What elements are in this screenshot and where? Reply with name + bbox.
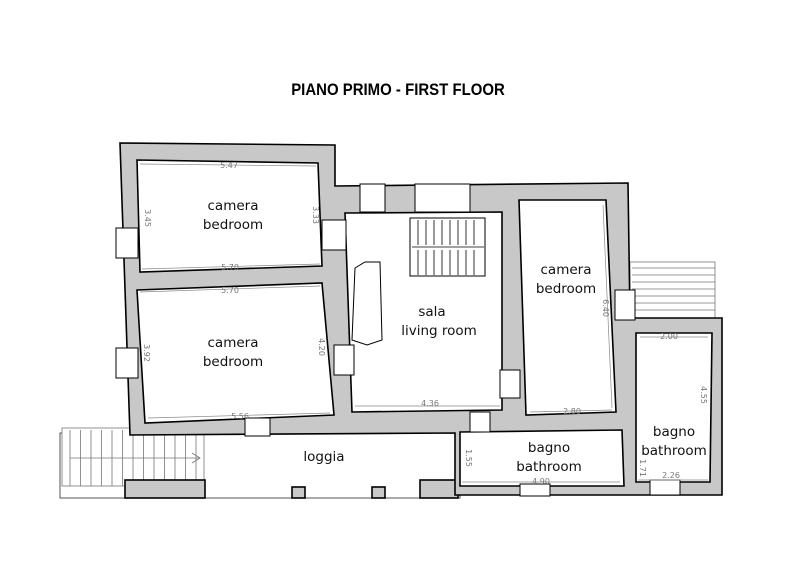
label-bathroom: bathroom <box>641 443 707 459</box>
dim-label: 3.45 <box>143 209 152 227</box>
dim-label: 3.92 <box>142 344 151 362</box>
dim-label: 3.33 <box>311 206 320 224</box>
dim-label: 2.00 <box>660 332 678 341</box>
interior-stairs <box>351 217 486 346</box>
label-sala: sala <box>418 304 445 320</box>
room-bathroom-right <box>635 332 713 483</box>
dim-label: 6.40 <box>601 299 610 317</box>
label-bedroom: bedroom <box>203 217 263 233</box>
dim-label: 5.47 <box>220 161 238 170</box>
label-bagno: bagno <box>528 440 570 456</box>
room-bedroom-bottom-left <box>136 282 335 424</box>
room-bathroom-bottom <box>459 429 625 487</box>
exterior-stairs-right <box>629 261 716 319</box>
label-bagno: bagno <box>653 424 695 440</box>
label-camera: camera <box>541 262 592 278</box>
label-camera: camera <box>208 335 259 351</box>
label-bedroom: bedroom <box>536 281 596 297</box>
dim-label: 4.90 <box>532 477 550 486</box>
plan-title: PIANO PRIMO - FIRST FLOOR <box>291 80 505 99</box>
dim-label: 5.70 <box>221 263 239 272</box>
label-living-room: living room <box>401 323 477 339</box>
dim-label: 2.80 <box>563 407 581 416</box>
dim-label: 1.55 <box>464 449 473 467</box>
dim-label: 2.26 <box>662 471 680 480</box>
loggia-area <box>59 427 461 499</box>
dim-label: 4.36 <box>421 399 439 408</box>
room-bedroom-right <box>518 199 617 416</box>
room-bedroom-top-left <box>136 159 323 273</box>
dim-label: 4.20 <box>317 338 326 356</box>
label-loggia: loggia <box>303 449 344 465</box>
label-camera: camera <box>208 198 259 214</box>
dim-label: 1.71 <box>638 459 647 477</box>
dim-label: 4.55 <box>699 386 708 404</box>
dim-label: 5.56 <box>231 412 249 421</box>
label-bathroom: bathroom <box>516 459 582 475</box>
window-openings <box>115 183 681 497</box>
dimension-lines <box>139 163 708 483</box>
label-bedroom: bedroom <box>203 354 263 370</box>
dim-label: 5.70 <box>221 286 239 295</box>
